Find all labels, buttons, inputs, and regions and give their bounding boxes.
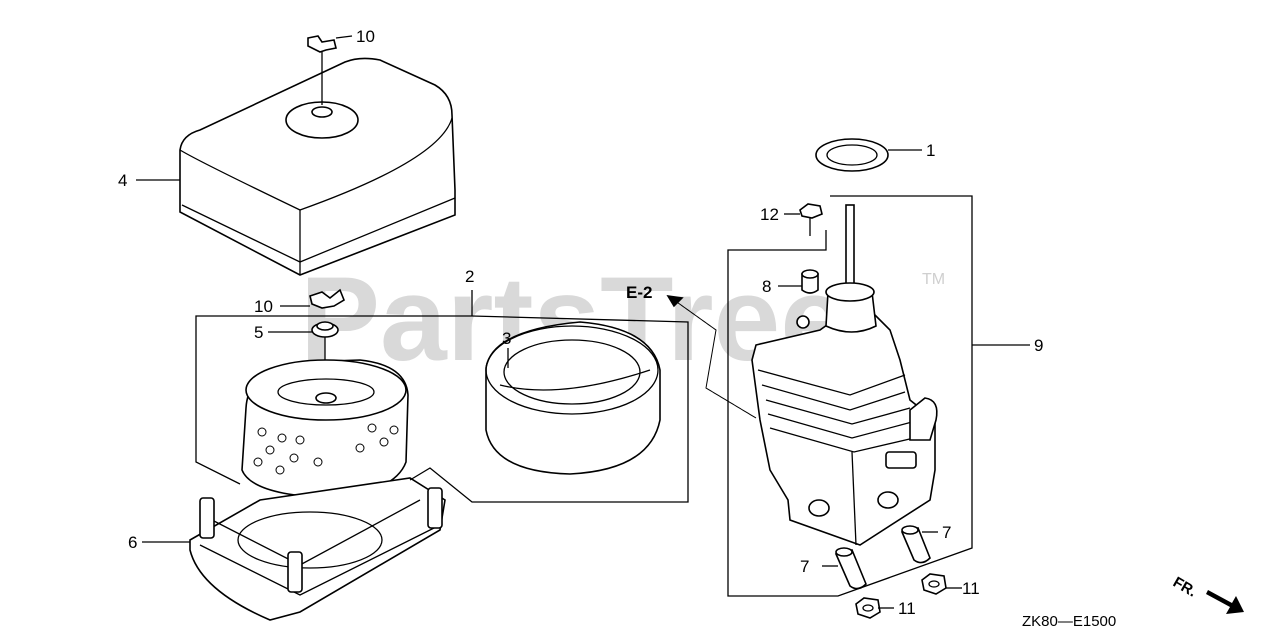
callout-8: 8 [762, 277, 771, 296]
watermark-tm: TM [922, 271, 945, 288]
callout-3: 3 [502, 329, 511, 348]
filter-perforations [253, 423, 399, 475]
callout-1: 1 [926, 141, 935, 160]
part-10-wing-nut-top[interactable] [307, 35, 337, 105]
callout-11-right: 11 [962, 579, 980, 598]
callout-9: 9 [1034, 336, 1043, 355]
callout-11-bottom: 11 [898, 599, 916, 618]
direction-label: FR. [1170, 574, 1199, 601]
diagram-code: ZK80—E1500 [1022, 613, 1116, 630]
callout-7-left: 7 [800, 557, 809, 576]
part-9-case[interactable] [751, 282, 938, 546]
stud [845, 204, 855, 296]
part-7-tube-b[interactable] [834, 547, 867, 590]
part-8-collar[interactable] [801, 269, 819, 294]
part-11-nut-bottom[interactable] [855, 597, 881, 619]
callouts: 10 4 2 10 5 3 6 1 12 8 9 7 7 11 11 E-2 [118, 27, 1043, 618]
front-direction-indicator: FR. [1170, 574, 1244, 614]
callout-10-top: 10 [356, 27, 375, 46]
part-3-foam-element[interactable] [485, 321, 661, 475]
callout-12: 12 [760, 205, 779, 224]
callout-5: 5 [254, 323, 263, 342]
part-7-tube-a[interactable] [900, 525, 931, 564]
part-1-gasket[interactable] [815, 138, 889, 172]
part-4-cover[interactable] [179, 57, 456, 276]
reference-e2[interactable]: E-2 [626, 283, 652, 302]
callout-6: 6 [128, 533, 137, 552]
callout-10-middle: 10 [254, 297, 273, 316]
part-12-bolt[interactable] [799, 203, 823, 236]
filter-element[interactable] [241, 359, 409, 499]
part-6-base-plate[interactable] [189, 477, 446, 621]
callout-7-right: 7 [942, 523, 951, 542]
leader-lines [136, 35, 962, 609]
direction-arrow-icon [1206, 590, 1244, 614]
callout-4: 4 [118, 171, 127, 190]
part-10-wing-nut-middle[interactable] [309, 288, 345, 309]
assembly-lines [195, 195, 1030, 597]
callout-2: 2 [465, 267, 474, 286]
part-11-nut-right[interactable] [921, 573, 947, 595]
